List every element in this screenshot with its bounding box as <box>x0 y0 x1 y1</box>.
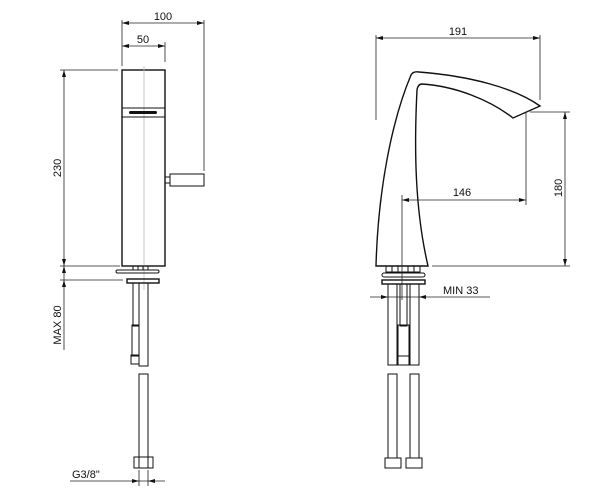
thread-nut-right <box>405 457 423 469</box>
thread-nut <box>133 456 154 469</box>
dim-label-min33: MIN 33 <box>443 285 478 297</box>
dim-label-max80: MAX 80 <box>52 305 64 344</box>
fixing-plate <box>126 278 160 284</box>
center-rod <box>399 283 408 327</box>
valve <box>131 324 140 357</box>
faucet-body <box>121 69 166 267</box>
washer <box>115 269 160 274</box>
washer <box>381 272 426 278</box>
supply-tube <box>138 282 149 367</box>
dim-label-230: 230 <box>52 159 64 177</box>
lever-handle <box>169 173 205 187</box>
fixing-plate <box>381 279 426 285</box>
valve-nut <box>397 355 410 366</box>
dim-label-thread: G3/8" <box>72 469 100 481</box>
thread-nut-left <box>384 457 402 469</box>
lever-stem <box>164 176 171 184</box>
supply-tube-thin <box>132 282 140 327</box>
supply-tube-lower <box>138 373 149 469</box>
dim-label-191: 191 <box>449 26 467 38</box>
dim-label-146: 146 <box>453 187 471 199</box>
supply-tube-left <box>387 283 398 366</box>
valve <box>397 324 410 357</box>
base-nuts <box>385 265 421 273</box>
spout-body <box>375 71 542 267</box>
side-view: 100 50 230 MAX 80 G3/8" <box>52 11 205 486</box>
aerator-band <box>121 107 166 118</box>
front-view: 191 146 180 MIN 33 <box>370 26 570 469</box>
aerator-slot <box>129 111 157 114</box>
supply-tube-right-lower <box>409 373 420 459</box>
dim-label-50: 50 <box>137 34 149 46</box>
supply-tube-right <box>409 283 420 366</box>
supply-tube-left-lower <box>387 373 398 459</box>
dim-label-180: 180 <box>553 179 565 197</box>
dim-label-100: 100 <box>154 11 172 23</box>
